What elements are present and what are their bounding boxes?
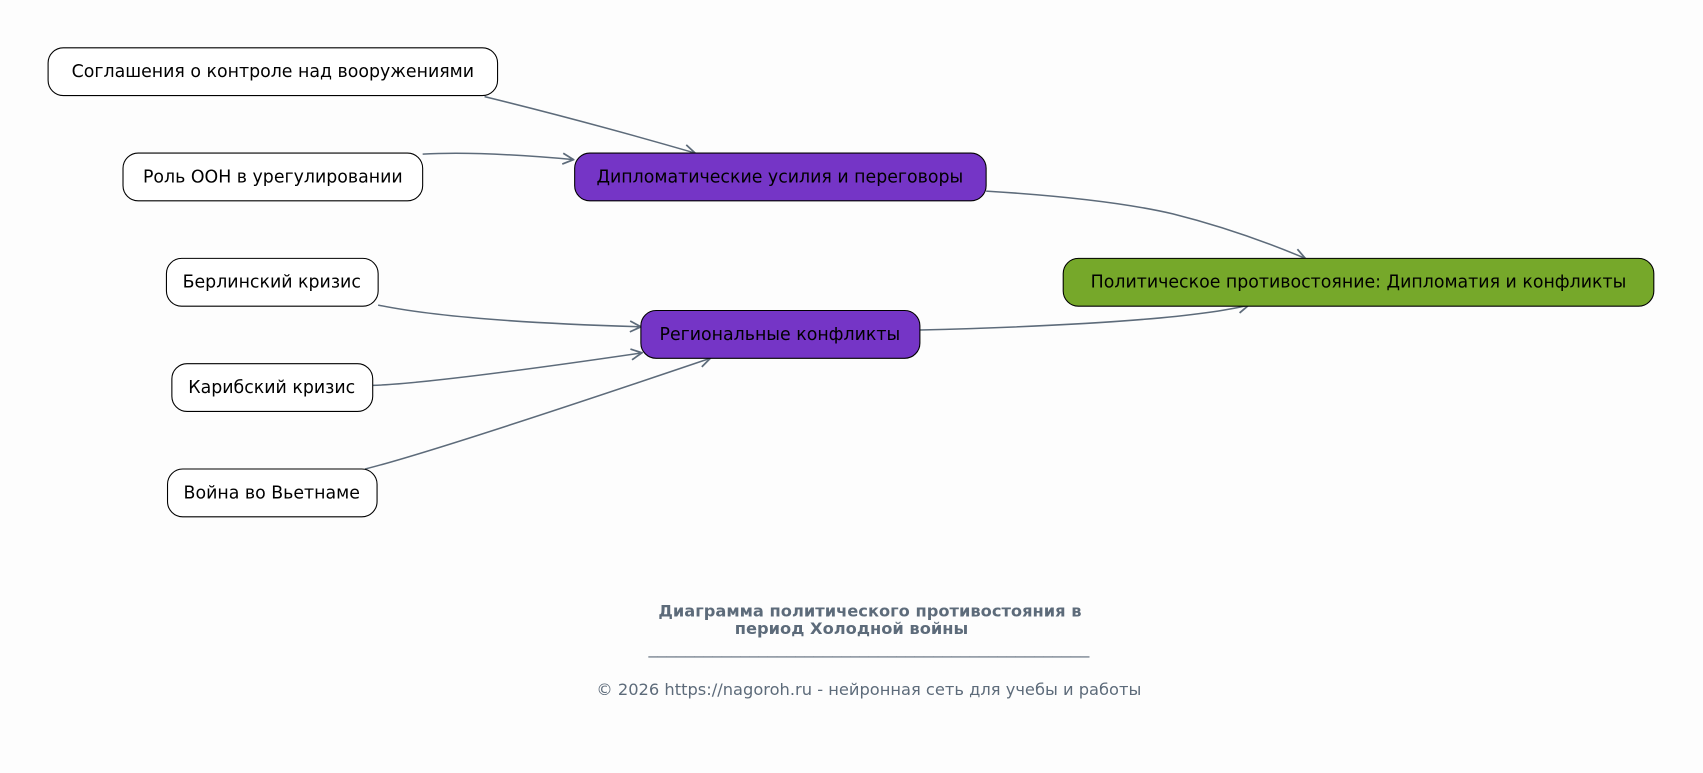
node-diplomacy[interactable]: Дипломатические усилия и переговоры <box>574 152 987 202</box>
edges <box>364 95 1305 470</box>
node-cuba[interactable]: Карибский кризис <box>171 363 374 413</box>
node-label: Соглашения о контроле над вооружениями <box>72 62 474 82</box>
node-label: Роль ООН в урегулировании <box>143 167 403 187</box>
node-label: Война во Вьетнаме <box>184 483 360 503</box>
node-un[interactable]: Роль ООН в урегулировании <box>122 152 424 202</box>
node-arms[interactable]: Соглашения о контроле над вооружениями <box>47 47 499 97</box>
edge-un-to-diplomacy <box>422 153 574 159</box>
node-label: Карибский кризис <box>188 378 355 398</box>
edge-diplomacy-to-root <box>986 190 1305 258</box>
node-berlin[interactable]: Берлинский кризис <box>165 257 379 307</box>
node-regional[interactable]: Региональные конфликты <box>640 309 921 359</box>
node-label: Дипломатические усилия и переговоры <box>596 167 963 187</box>
node-vietnam[interactable]: Война во Вьетнаме <box>166 468 378 518</box>
edge-regional-to-root <box>919 305 1249 331</box>
node-label: Политическое противостояние: Дипломатия … <box>1091 273 1627 293</box>
node-label: Берлинский кризис <box>183 273 361 293</box>
diagram-title-line2: период Холодной войны <box>735 619 969 638</box>
edge-vietnam-to-regional <box>364 358 710 470</box>
node-root[interactable]: Политическое противостояние: Дипломатия … <box>1062 257 1655 307</box>
node-label: Региональные конфликты <box>659 325 900 345</box>
edge-arms-to-diplomacy <box>484 95 696 153</box>
caption-separator: ________________________________________… <box>647 639 1090 659</box>
edge-cuba-to-regional <box>372 353 642 387</box>
caption: Диаграмма политического противостояния в… <box>596 602 1141 699</box>
diagram-title-line1: Диаграмма политического противостояния в <box>658 602 1081 621</box>
footer-copyright: © 2026 https://nagoroh.ru - нейронная се… <box>596 680 1141 699</box>
edge-berlin-to-regional <box>377 304 641 327</box>
